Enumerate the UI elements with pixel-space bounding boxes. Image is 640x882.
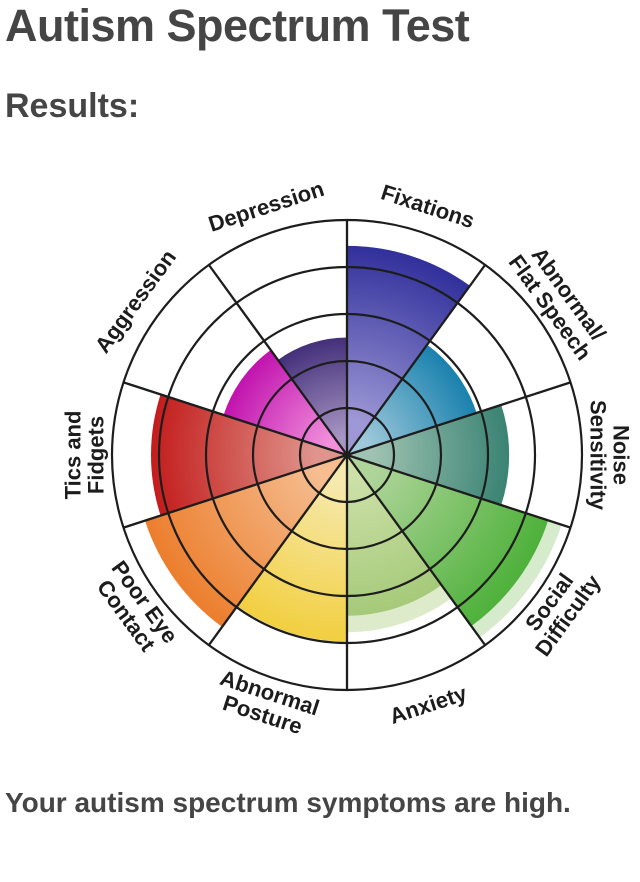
page-title: Autism Spectrum Test (5, 0, 470, 51)
wheel-spoke (346, 264, 487, 456)
wheel-sector-wedge (237, 455, 347, 642)
wheel-center-dot (343, 451, 351, 459)
wheel-spoke (346, 454, 487, 646)
wheel-spoke (123, 381, 348, 457)
wheel-sector-wedge (347, 245, 470, 455)
wheel-sector-wedge (347, 455, 549, 627)
wheel-sector-label: NoiseSensitivity (586, 400, 634, 511)
wheel-sector-label: Aggression (90, 245, 181, 358)
wheel-spoke (123, 453, 348, 529)
summary-text: Your autism spectrum symptoms are high. (5, 787, 571, 818)
wheel-sector-wedge (347, 404, 510, 506)
wheel-sector-label: Tics andFidgets (61, 411, 109, 500)
wheel-sector-wedge (347, 344, 477, 455)
wheel-spoke (207, 454, 348, 646)
wheel-sector-label: Abnormal/Flat Speech (504, 237, 615, 365)
wheel-spoke (207, 264, 348, 456)
wheel-sector-wedge (151, 394, 347, 516)
wheel-sector-wedge (277, 337, 347, 455)
wheel-sector-wedge (144, 455, 347, 627)
wheel-spoke (346, 381, 571, 457)
wheel-sector-label: Depression (205, 176, 327, 237)
results-heading: Results: (5, 87, 140, 125)
wheel-sector-label: Anxiety (386, 680, 470, 729)
wheel-sector-wedge (223, 350, 347, 455)
wheel-spoke (346, 453, 571, 529)
